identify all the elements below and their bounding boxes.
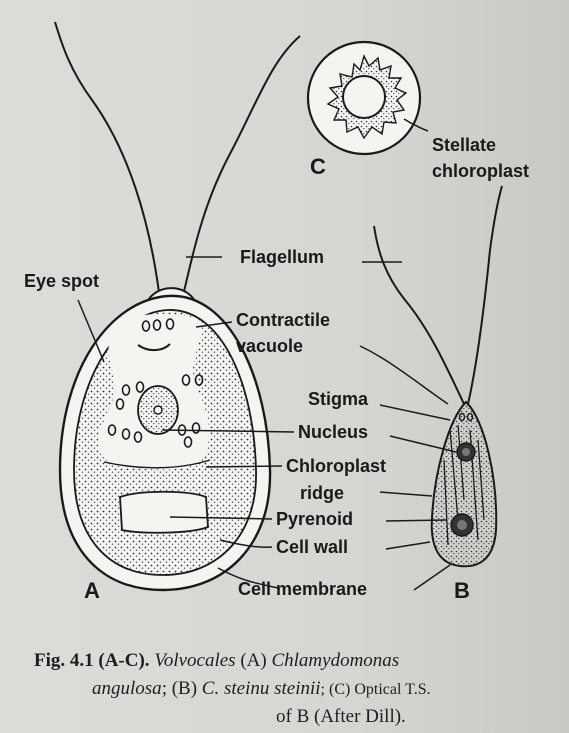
cell-wall-b	[432, 402, 496, 566]
label-pyrenoid: Pyrenoid	[276, 508, 353, 530]
caption-genus-a: Chlamydomonas	[271, 650, 399, 671]
pyrenoid-a	[120, 492, 208, 533]
panel-letter-c: C	[310, 156, 326, 178]
panel-letter-b: B	[454, 580, 470, 602]
caption-part-c-tag: ; (C) Optical T.S.	[321, 681, 431, 698]
caption-part-a-tag: (A)	[240, 650, 266, 671]
cell-a	[55, 22, 300, 590]
label-nucleus: Nucleus	[298, 421, 368, 443]
label-flagellum: Flagellum	[240, 246, 324, 268]
label-cell-wall: Cell wall	[276, 536, 348, 558]
caption-line-1: Fig. 4.1 (A-C). Volvocales (A) Chlamydom…	[34, 650, 399, 672]
label-vacuole: vacuole	[236, 335, 303, 357]
label-chloroplast: Chloroplast	[286, 455, 386, 477]
caption-line-2: angulosa; (B) C. steinu steinii; (C) Opt…	[92, 678, 431, 700]
caption-line-3: of B (After Dill).	[276, 706, 406, 728]
label-contractile: Contractile	[236, 309, 330, 331]
label-cell-membrane: Cell membrane	[238, 578, 367, 600]
label-eye-spot: Eye spot	[24, 270, 99, 292]
cell-b	[374, 186, 502, 566]
label-stigma: Stigma	[308, 388, 368, 410]
label-ridge: ridge	[300, 482, 344, 504]
panel-letter-a: A	[84, 580, 100, 602]
flagellum-b-left	[374, 226, 464, 404]
caption-order: Volvocales	[154, 650, 235, 671]
flagellum-b-right	[468, 186, 502, 404]
flagellum-a-left	[55, 22, 160, 300]
caption-species-a: angulosa	[92, 678, 162, 699]
caption-part-b-tag: ; (B)	[162, 678, 197, 699]
caption-fig-no: Fig. 4.1 (A-C).	[34, 650, 150, 671]
label-stellate: Stellate	[432, 134, 496, 156]
caption-species-b: C. steinu steinii	[202, 678, 321, 699]
label-stellate-chloroplast: chloroplast	[432, 160, 529, 182]
cell-c	[308, 42, 420, 154]
